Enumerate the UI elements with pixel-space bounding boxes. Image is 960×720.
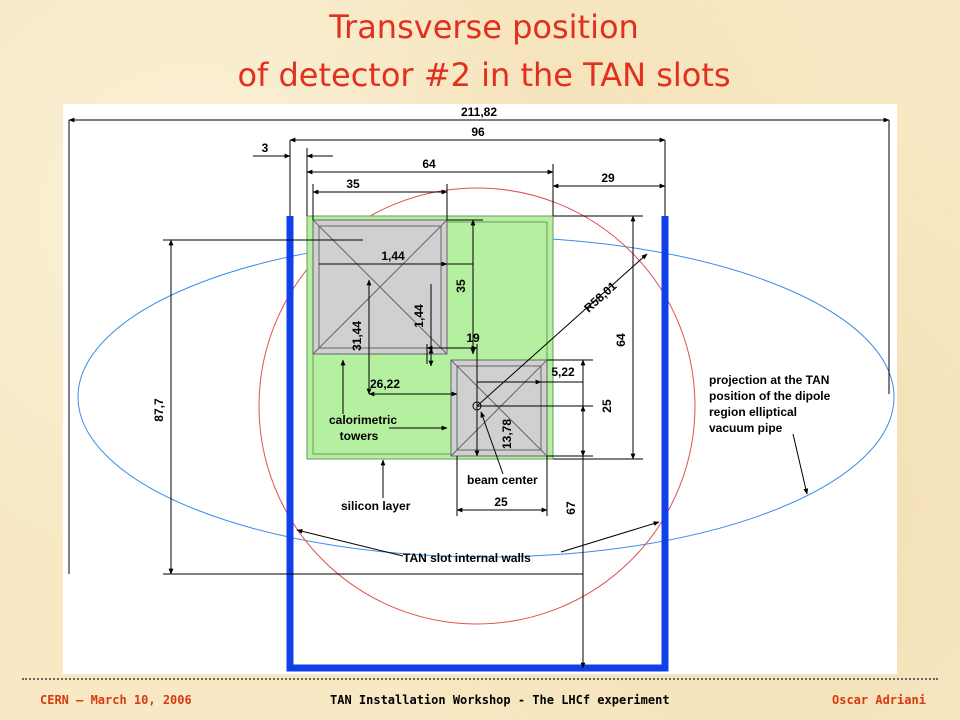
dim-64-right: 64: [614, 333, 628, 347]
dim-67: 67: [564, 501, 578, 515]
dim-31-44: 31,44: [350, 321, 364, 351]
technical-drawing: 211,82 96 3 64 35 29 1,44 35 1,44 R58,01…: [63, 104, 897, 674]
dim-35-top: 35: [346, 177, 360, 191]
footer-author: Oscar Adriani: [832, 693, 926, 707]
large-calorimeter-tower: [312, 219, 448, 355]
footer-event: TAN Installation Workshop - The LHCf exp…: [330, 693, 670, 707]
annotation-arrows: [296, 359, 809, 557]
dim-19: 19: [466, 331, 480, 345]
label-projection-3: region elliptical: [709, 405, 797, 419]
label-projection-4: vacuum pipe: [709, 421, 783, 435]
footer-divider: [22, 678, 938, 680]
label-silicon-layer: silicon layer: [341, 499, 411, 513]
label-projection-2: position of the dipole: [709, 389, 831, 403]
tan-slot-walls: [286, 216, 669, 672]
small-calorimeter-tower: [450, 359, 548, 457]
drawing-svg: 211,82 96 3 64 35 29 1,44 35 1,44 R58,01…: [68, 105, 895, 672]
dim-96: 96: [471, 125, 485, 139]
label-tan-slot-walls: TAN slot internal walls: [403, 551, 531, 565]
label-beam-center: beam center: [467, 473, 538, 487]
dim-211-82: 211,82: [461, 105, 497, 119]
dim-5-22: 5,22: [551, 365, 575, 379]
dim-r58-01: R58,01: [581, 279, 619, 316]
label-calorimetric: calorimetric: [329, 413, 397, 427]
dim-35-vertical: 35: [454, 279, 468, 293]
dim-3: 3: [262, 141, 269, 155]
r58-circle: [258, 187, 696, 625]
label-towers: towers: [340, 429, 379, 443]
slide-title-line-2: of detector #2 in the TAN slots: [237, 56, 731, 94]
dim-1-44-vertical: 1,44: [412, 304, 426, 328]
dim-25-bottom: 25: [494, 495, 508, 509]
dimension-lines: [68, 117, 890, 669]
dim-1-44-horizontal: 1,44: [381, 249, 405, 263]
dim-64-top: 64: [422, 157, 436, 171]
dim-25-right: 25: [600, 399, 614, 413]
footer-date: CERN – March 10, 2006: [40, 693, 192, 707]
dim-87-7: 87,7: [152, 398, 166, 422]
dim-26-22: 26,22: [370, 377, 400, 391]
dim-13-78: 13,78: [500, 419, 514, 449]
label-projection-1: projection at the TAN: [709, 373, 829, 387]
dim-29: 29: [601, 171, 615, 185]
slide-title-line-1: Transverse position: [329, 8, 639, 46]
